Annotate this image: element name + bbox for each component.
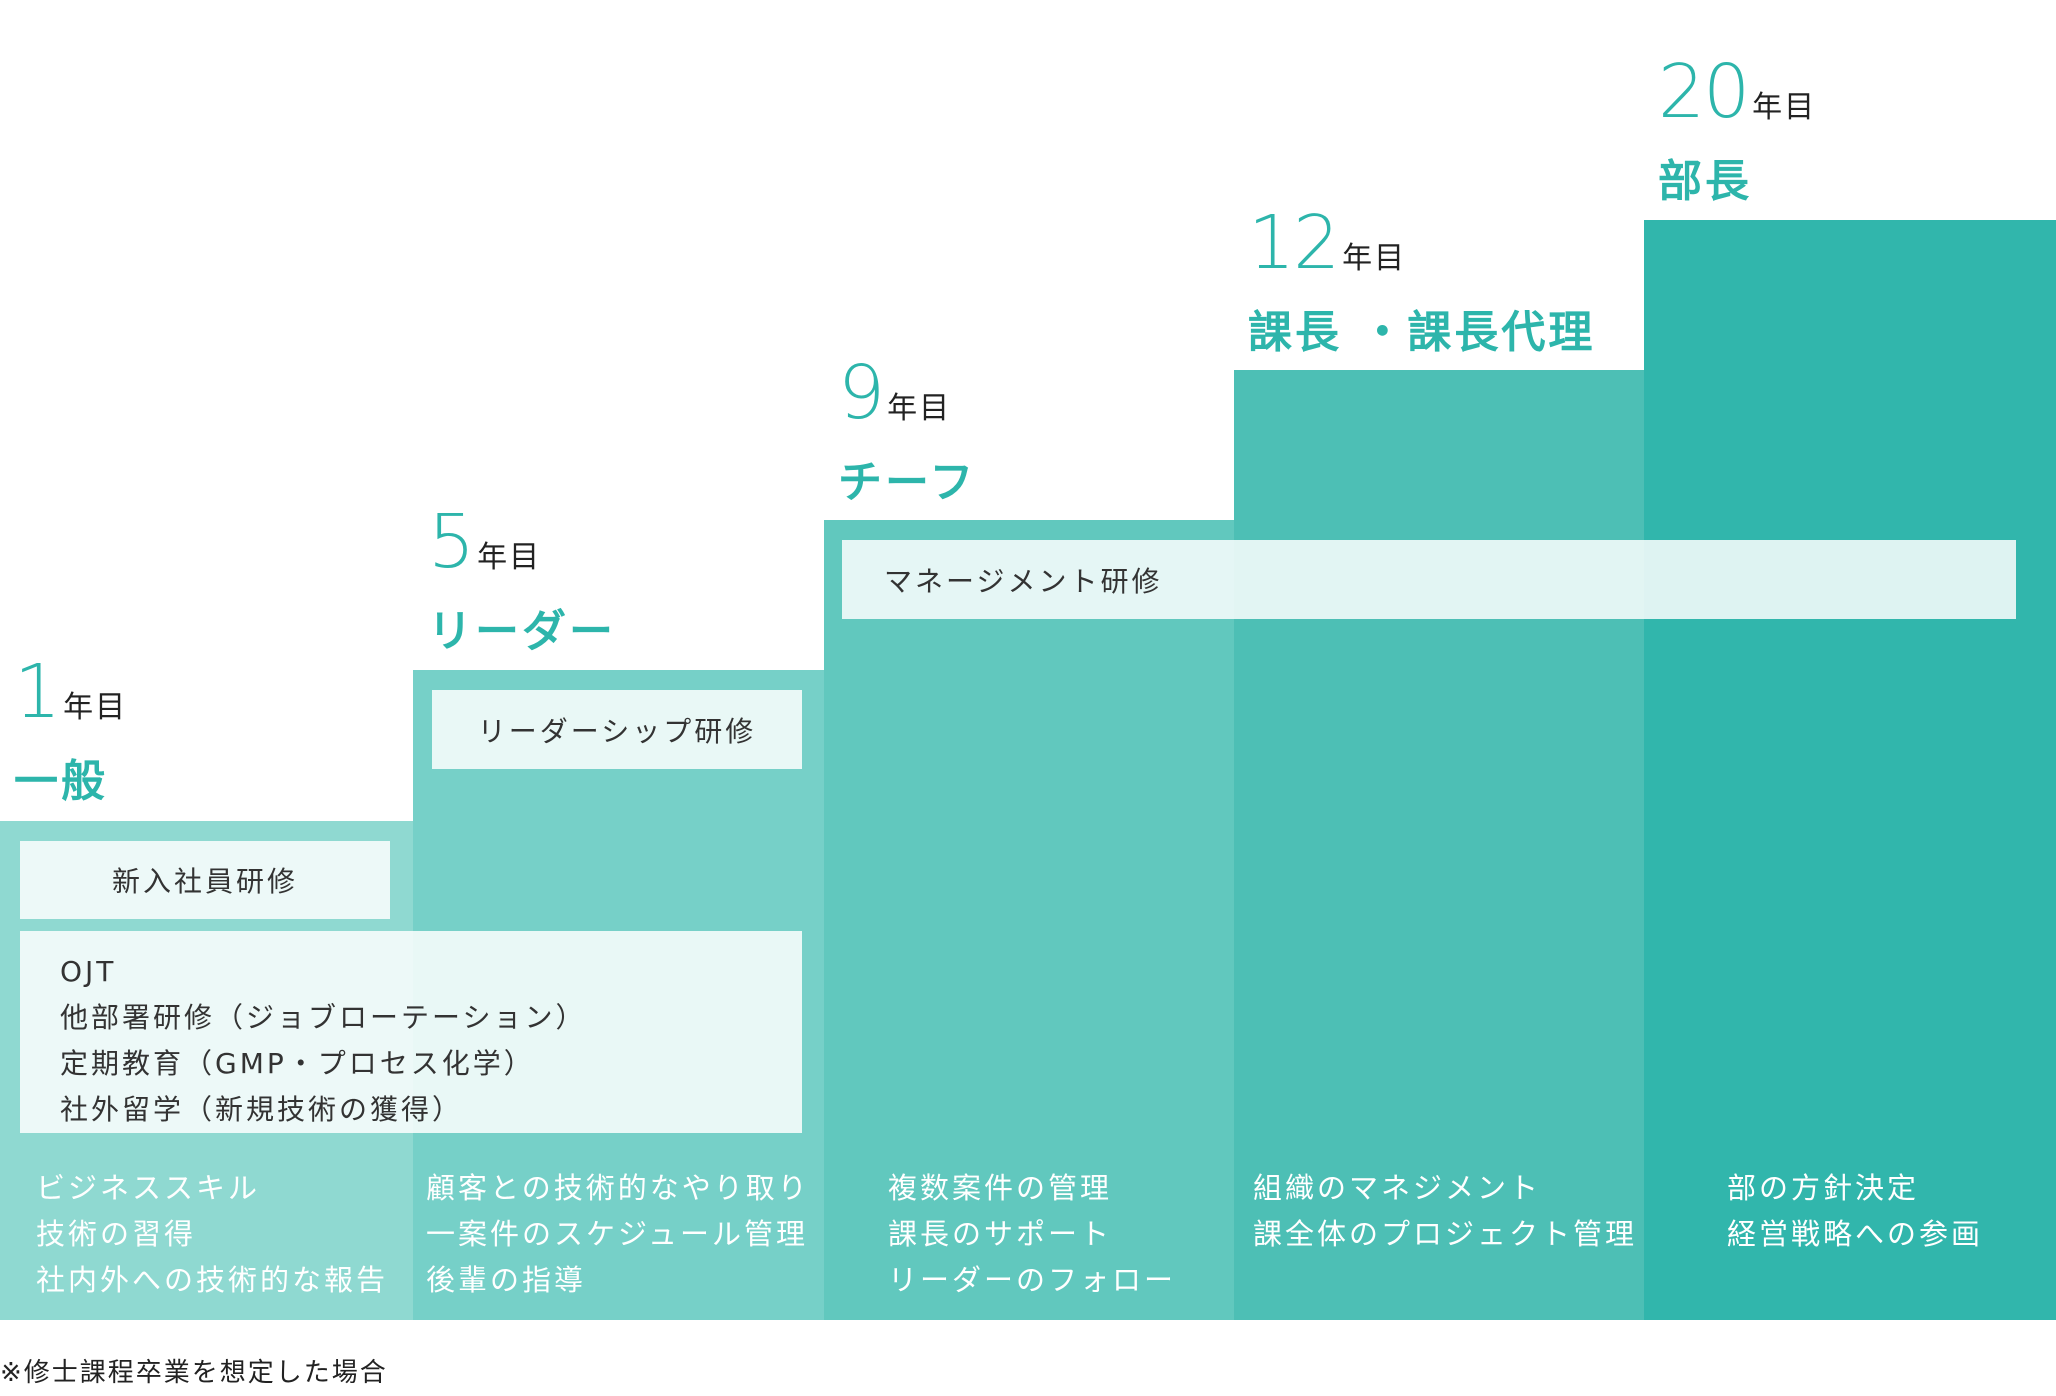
training-label: 新入社員研修 [111,865,298,898]
duty-item: リーダーのフォロー [888,1263,1177,1297]
duty-item: 社内外への技術的な報告 [36,1263,389,1297]
duties-list: 複数案件の管理 課長のサポート リーダーのフォロー [888,1165,1176,1303]
duties-list: 組織のマネジメント 課全体のプロジェクト管理 [1253,1165,1637,1257]
position-title: リーダー [428,606,616,657]
management-training-box: マネージメント研修 [842,540,2016,619]
duties-list: ビジネススキル 技術の習得 社内外への技術的な報告 [36,1165,388,1303]
year-suffix: 年目 [477,540,542,575]
year-suffix: 年目 [1752,90,1817,125]
year-suffix: 年目 [887,391,952,426]
duty-item: 部の方針決定 [1727,1171,1920,1205]
step-column-20 [1644,220,2056,1320]
ojt-training-box: OJT 他部署研修（ジョブローテーション） 定期教育（GMP・プロセス化学） 社… [20,931,802,1133]
duty-item: 後輩の指導 [426,1263,587,1297]
duties-list: 顧客との技術的なやり取り 一案件のスケジュール管理 後輩の指導 [426,1165,810,1303]
duty-item: 一案件のスケジュール管理 [426,1217,808,1251]
training-item: 社外留学（新規技術の獲得） [60,1093,464,1126]
leadership-training-box: リーダーシップ研修 [432,690,802,769]
footnote: ※修士課程卒業を想定した場合 [0,1358,388,1388]
duty-item: 顧客との技術的なやり取り [426,1171,810,1205]
duty-item: 経営戦略への参画 [1727,1217,1984,1251]
duty-item: 課全体のプロジェクト管理 [1253,1217,1638,1251]
training-item: 定期教育（GMP・プロセス化学） [60,1047,535,1080]
year-number: 9 [838,350,885,436]
duty-item: 複数案件の管理 [888,1171,1113,1205]
duties-list: 部の方針決定 経営戦略への参画 [1727,1165,1983,1257]
new-employee-training-box: 新入社員研修 [20,841,390,919]
duty-item: 組織のマネジメント [1253,1171,1542,1205]
position-title: 部長 [1658,156,1752,207]
training-label: マネージメント研修 [884,564,1163,598]
duty-item: 技術の習得 [36,1217,197,1251]
year-suffix: 年目 [63,690,128,725]
year-number: 20 [1658,49,1750,135]
year-number: 1 [14,649,61,735]
duty-item: 課長のサポート [888,1217,1113,1251]
year-suffix: 年目 [1342,241,1407,276]
position-title: 課長 ・課長代理 [1248,307,1596,358]
duty-item: ビジネススキル [36,1171,261,1205]
training-label: リーダーシップ研修 [477,714,757,748]
year-number: 5 [428,499,475,585]
step-column-12 [1234,370,1644,1320]
position-title: チーフ [838,457,977,508]
training-item: OJT [60,955,117,988]
year-number: 12 [1248,200,1340,286]
training-item: 他部署研修（ジョブローテーション） [60,1001,587,1034]
position-title: 一般 [14,756,108,807]
step-column-9 [824,520,1234,1320]
